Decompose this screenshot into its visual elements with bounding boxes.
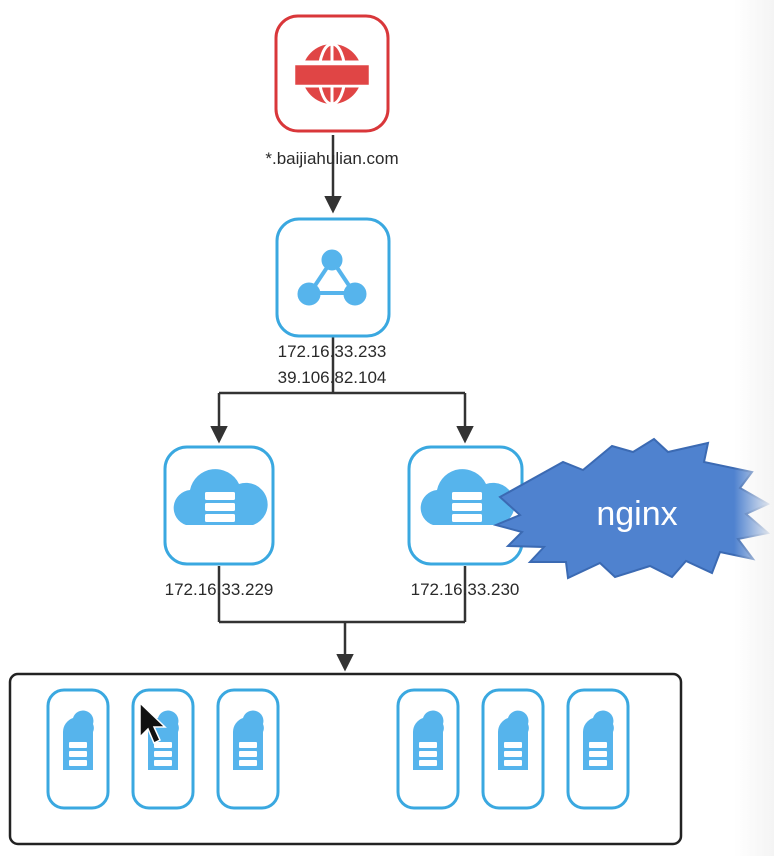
dns-domain-label: *.baijiahulian.com xyxy=(265,149,399,168)
nginx-callout: nginx xyxy=(492,437,771,580)
proxy-node-left xyxy=(163,445,275,566)
load-balancer-node xyxy=(275,217,391,338)
dns-globe-icon xyxy=(292,42,372,106)
lb-ip-private-label: 172.16.33.233 xyxy=(277,342,387,361)
mouse-cursor-icon xyxy=(139,701,167,745)
backend-server-node xyxy=(481,688,545,810)
backend-server-node xyxy=(566,688,630,810)
server-node-icon xyxy=(498,710,529,770)
cloud-server-icon xyxy=(420,469,515,525)
backend-pool-container xyxy=(8,672,683,846)
proxy-right-ip-label: 172.16.33.230 xyxy=(410,580,520,599)
network-share-icon xyxy=(297,249,367,306)
backend-server-node xyxy=(216,688,280,810)
connectors xyxy=(210,135,474,672)
server-node-icon xyxy=(583,710,614,770)
cloud-server-icon xyxy=(173,469,268,525)
backend-server-node xyxy=(46,688,110,810)
server-node-icon xyxy=(233,710,264,770)
backend-server-node xyxy=(396,688,460,810)
dns-node xyxy=(274,14,390,133)
proxy-left-ip-label: 172.16.33.229 xyxy=(164,580,274,599)
backend-pool-nodes xyxy=(46,688,630,810)
lb-ip-public-label: 39.106.82.104 xyxy=(277,368,387,387)
nginx-label: nginx xyxy=(596,495,677,533)
proxy-node-right xyxy=(407,445,524,566)
server-node-icon xyxy=(413,710,444,770)
server-node-icon xyxy=(63,710,94,770)
